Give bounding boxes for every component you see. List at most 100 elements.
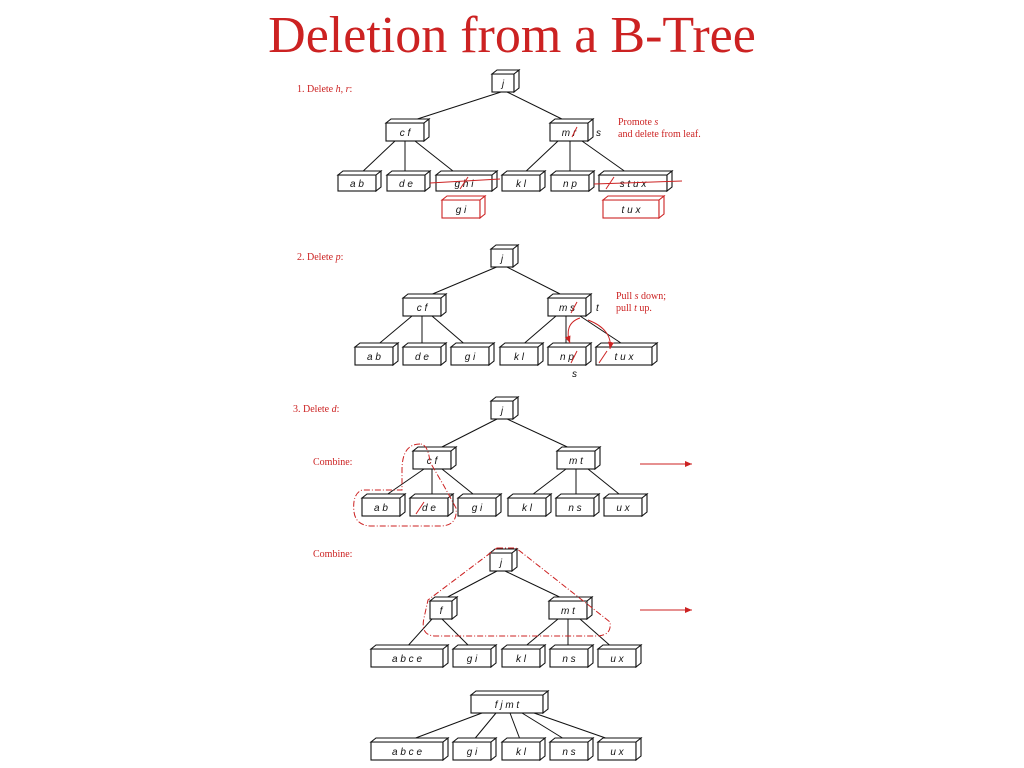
tree-node-leaf: u x [596, 736, 643, 762]
tree-node-leaf: a b [360, 492, 407, 518]
edge [404, 91, 502, 124]
tree-node-leaf: u x [602, 492, 649, 518]
svg-text:j: j [500, 79, 505, 90]
strike-mark [459, 176, 469, 190]
pull-up-arrow [587, 319, 615, 350]
svg-text:d e: d e [415, 352, 429, 363]
step-3: 3. Delete d: Combine: j c f m t a b d e [293, 395, 692, 527]
strike-mark [598, 350, 608, 364]
tree-node-inner: f [428, 595, 459, 621]
edge [441, 468, 479, 499]
svg-text:t u x: t u x [622, 205, 642, 216]
svg-text:m s: m s [559, 303, 575, 314]
pulled-up-key: t [596, 303, 600, 314]
svg-text:u x: u x [610, 654, 624, 665]
step-1: 1. Delete h, r: Promote s and delete fro… [297, 68, 701, 220]
tree-node-leaf: a b [336, 169, 383, 193]
step-3-combine-label: Combine: [313, 457, 352, 468]
result-leaf: t u x [601, 194, 666, 220]
tree-node-leaf: g i [451, 643, 498, 669]
svg-text:g i: g i [465, 352, 476, 363]
svg-text:j: j [499, 254, 504, 265]
edge [504, 570, 569, 602]
edge [533, 712, 618, 743]
combine-outline [422, 547, 611, 637]
svg-text:g h i: g h i [455, 179, 475, 190]
tree-node-leaf: d e [408, 492, 455, 518]
edge [579, 315, 628, 348]
tree-node-leaf: s t u x [597, 169, 674, 193]
page-title: Deletion from a B-Tree [268, 7, 756, 64]
strike-line [429, 178, 501, 184]
tree-node-inner: c f [411, 445, 458, 471]
step-2: 2. Delete p: Pull s down; pull t up. j c… [297, 243, 666, 380]
step-5-result: f j m t a b c e g i k l n s u x [369, 689, 643, 762]
svg-text:c f: c f [400, 128, 412, 139]
strike-mark [571, 126, 578, 138]
tree-node-leaf: n s [548, 643, 595, 669]
tree-node-leaf: u x [596, 643, 643, 669]
tree-node-leaf: n p [546, 341, 593, 367]
edge [433, 417, 500, 452]
step-4: Combine: j f m t a b c e g i [313, 547, 692, 669]
tree-node-leaf: a b c e [369, 736, 450, 762]
svg-text:g i: g i [472, 503, 483, 514]
svg-text:g i: g i [467, 747, 478, 758]
svg-text:a b: a b [374, 503, 388, 514]
edge [404, 712, 483, 743]
svg-text:m t: m t [561, 606, 576, 617]
edge [441, 618, 473, 650]
svg-text:n s: n s [562, 747, 575, 758]
svg-text:g i: g i [467, 654, 478, 665]
edge [527, 468, 567, 499]
svg-text:s t u x: s t u x [620, 179, 648, 190]
edge [439, 570, 498, 602]
tree-node-leaf: k l [500, 736, 547, 762]
edge [504, 417, 577, 452]
tree-node-leaf: a b [353, 341, 400, 367]
svg-text:m r: m r [562, 128, 577, 139]
tree-node-leaf: g i [449, 341, 496, 367]
edge [381, 468, 425, 499]
tree-node-leaf: n s [548, 736, 595, 762]
edge [471, 712, 497, 743]
step-4-combine-label: Combine: [313, 549, 352, 560]
edge [579, 618, 615, 650]
strike-mark [570, 301, 578, 314]
tree-node-leaf: n p [549, 169, 596, 193]
edge [521, 618, 559, 650]
tree-node-leaf: d e [401, 341, 448, 367]
step-2-note-line-1: Pull s down; [616, 291, 666, 302]
svg-text:k l: k l [516, 179, 527, 190]
svg-text:k l: k l [516, 654, 527, 665]
edge [431, 315, 469, 348]
svg-text:c f: c f [417, 303, 429, 314]
svg-text:n p: n p [560, 352, 574, 363]
tree-node-inner: c f [401, 292, 448, 318]
svg-text:u x: u x [616, 503, 630, 514]
strike-mark [415, 501, 425, 515]
promoted-key: s [596, 128, 601, 139]
combine-outline [353, 443, 457, 527]
step-3-label: 3. Delete d: [293, 404, 339, 415]
svg-text:j: j [498, 558, 503, 569]
svg-text:g i: g i [456, 205, 467, 216]
tree-node-leaf: k l [498, 341, 545, 367]
edge [519, 315, 557, 348]
tree-node-root: j [488, 547, 519, 573]
strike-line [593, 180, 683, 185]
tree-node-root: j [490, 68, 521, 94]
svg-text:a b: a b [367, 352, 381, 363]
tree-node-leaf: g i [456, 492, 503, 518]
svg-text:u x: u x [610, 747, 624, 758]
svg-text:n s: n s [568, 503, 581, 514]
tree-node-leaf: k l [500, 169, 547, 193]
edge [404, 618, 433, 650]
edge [509, 712, 522, 743]
step-1-note-line-2: and delete from leaf. [618, 129, 701, 140]
svg-text:k l: k l [514, 352, 525, 363]
edge [504, 265, 569, 299]
svg-text:a b c e: a b c e [392, 654, 422, 665]
edge [414, 140, 459, 176]
